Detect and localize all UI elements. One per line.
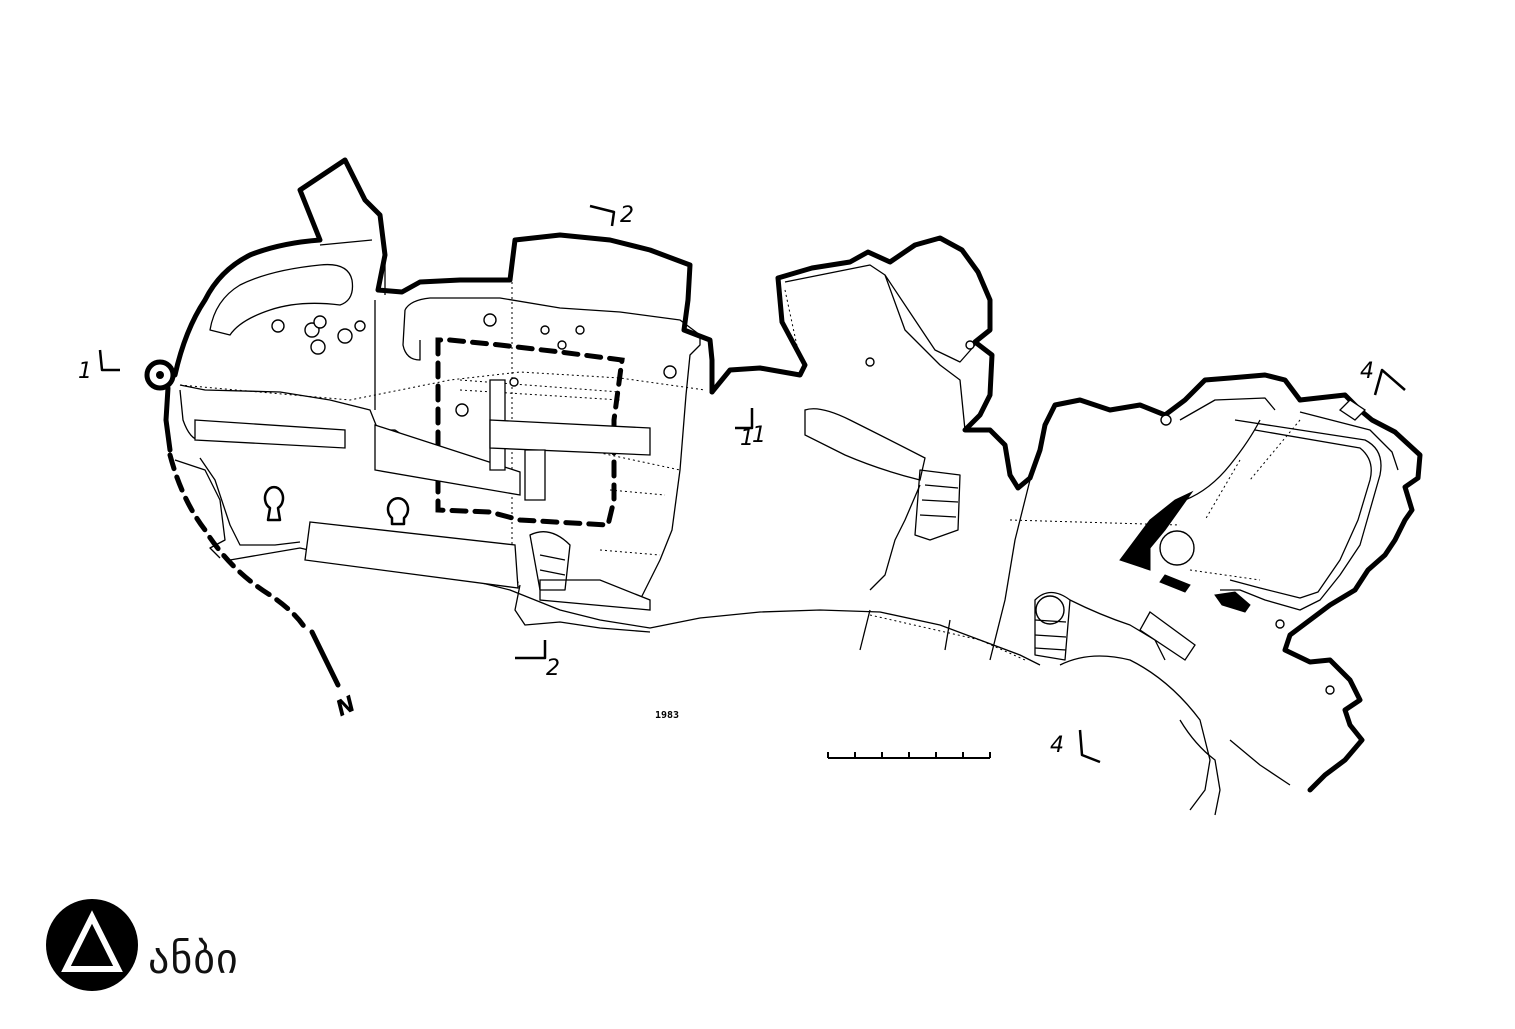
- rubble-walls: [194, 379, 1367, 661]
- inner-church-outline: [435, 337, 625, 528]
- section-label-2-bottom: 2: [546, 656, 560, 681]
- section-label-1-mid-sub: 1: [752, 423, 766, 448]
- north-label: N: [332, 692, 359, 722]
- stairs: [529, 469, 1071, 661]
- section-label-1-left: 1: [78, 359, 92, 384]
- publisher-logo: [46, 899, 138, 991]
- section-label-4-top: 4: [1360, 359, 1374, 384]
- north-arrow: N: [309, 629, 360, 722]
- reconstructed-wall: [167, 452, 308, 631]
- room-outlines: [174, 239, 1399, 816]
- solid-masonry: [1119, 490, 1251, 613]
- section-label-1-mid: 1: [740, 426, 754, 451]
- post-holes: [263, 313, 1335, 695]
- outer-wall: [144, 157, 1423, 793]
- scale-bar: [827, 752, 991, 759]
- section-label-4-bottom: 4: [1050, 733, 1064, 758]
- section-label-2-top: 2: [620, 203, 634, 228]
- drawing-code: 1983: [655, 710, 679, 721]
- logo-wordmark: ანბი: [148, 934, 239, 983]
- section-markers: 1 2 1 1 2 4 4: [78, 203, 1406, 764]
